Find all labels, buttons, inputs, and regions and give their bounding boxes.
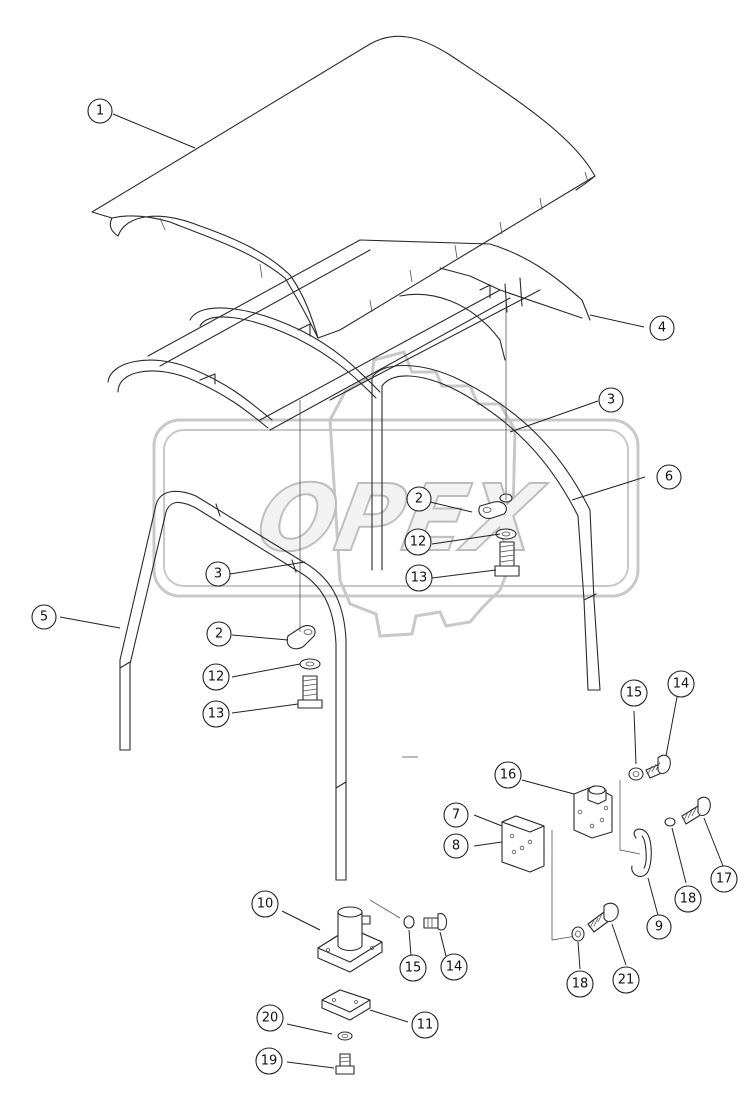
callout-14a: 14 bbox=[667, 670, 695, 698]
washer-12b bbox=[495, 528, 517, 540]
callout-15b: 15 bbox=[399, 954, 427, 982]
callout-6: 6 bbox=[656, 464, 682, 490]
part-base-plate bbox=[321, 989, 371, 1021]
callout-21: 21 bbox=[612, 966, 640, 994]
bolt-19 bbox=[335, 1053, 355, 1075]
svg-text:21: 21 bbox=[618, 973, 635, 988]
bolt-13b bbox=[494, 541, 520, 577]
callout-17: 17 bbox=[710, 865, 738, 893]
svg-text:13: 13 bbox=[208, 707, 225, 722]
svg-text:11: 11 bbox=[417, 1018, 434, 1033]
washer-15b bbox=[403, 915, 415, 929]
svg-text:18: 18 bbox=[572, 977, 589, 992]
bolt-14a bbox=[645, 754, 671, 779]
svg-text:10: 10 bbox=[257, 897, 274, 912]
callout-2b: 2 bbox=[406, 486, 432, 512]
callout-20: 20 bbox=[256, 1004, 284, 1032]
callout-3a: 3 bbox=[598, 387, 624, 413]
callout-19: 19 bbox=[255, 1047, 283, 1075]
svg-text:4: 4 bbox=[658, 321, 666, 336]
bolt-13a bbox=[297, 675, 323, 709]
callout-1: 1 bbox=[87, 98, 113, 124]
washer-18a bbox=[664, 817, 676, 827]
callout-18a: 18 bbox=[674, 885, 702, 913]
callout-10: 10 bbox=[251, 890, 279, 918]
svg-text:16: 16 bbox=[500, 768, 517, 783]
svg-text:13: 13 bbox=[411, 571, 428, 586]
part-canopy-roof bbox=[91, 35, 596, 339]
callout-9: 9 bbox=[646, 914, 672, 940]
leader-lines bbox=[59, 113, 724, 1069]
svg-text:8: 8 bbox=[452, 839, 460, 854]
svg-text:12: 12 bbox=[410, 535, 427, 550]
svg-text:1: 1 bbox=[96, 104, 104, 119]
svg-text:12: 12 bbox=[208, 670, 225, 685]
part-hinge-plate bbox=[573, 785, 613, 839]
svg-text:3: 3 bbox=[214, 567, 222, 582]
washer-20 bbox=[337, 1031, 353, 1041]
callout-8: 8 bbox=[443, 833, 469, 859]
part-roll-bar-right bbox=[371, 365, 601, 691]
part-pedestal-base bbox=[317, 906, 383, 973]
svg-text:14: 14 bbox=[673, 677, 690, 692]
callout-13b: 13 bbox=[405, 564, 433, 592]
svg-text:20: 20 bbox=[262, 1011, 279, 1026]
washer-15a bbox=[628, 767, 644, 781]
svg-text:15: 15 bbox=[626, 686, 643, 701]
callout-12a: 12 bbox=[202, 663, 230, 691]
svg-text:7: 7 bbox=[452, 808, 460, 823]
callout-4: 4 bbox=[649, 315, 675, 341]
part-roof-frame bbox=[107, 239, 591, 431]
callout-3b: 3 bbox=[205, 561, 231, 587]
bolt-21 bbox=[587, 902, 619, 933]
callout-14b: 14 bbox=[440, 953, 468, 981]
bracket-2a bbox=[286, 625, 316, 650]
callout-16: 16 bbox=[494, 761, 522, 789]
svg-text:17: 17 bbox=[716, 872, 733, 887]
bolt-17 bbox=[681, 796, 711, 825]
callout-11: 11 bbox=[411, 1011, 439, 1039]
callout-18b: 18 bbox=[566, 970, 594, 998]
svg-text:14: 14 bbox=[446, 960, 463, 975]
part-u-clip bbox=[631, 828, 652, 877]
callout-2a: 2 bbox=[206, 621, 232, 647]
washer-18b bbox=[571, 926, 585, 942]
part-mounting-plate bbox=[501, 815, 545, 873]
svg-text:3: 3 bbox=[607, 393, 615, 408]
watermark-frame bbox=[152, 418, 640, 598]
svg-text:9: 9 bbox=[655, 920, 663, 935]
svg-text:6: 6 bbox=[665, 470, 673, 485]
svg-text:2: 2 bbox=[215, 627, 223, 642]
callout-15a: 15 bbox=[620, 679, 648, 707]
callout-13a: 13 bbox=[202, 700, 230, 728]
svg-text:18: 18 bbox=[680, 892, 697, 907]
callout-7: 7 bbox=[443, 802, 469, 828]
svg-text:2: 2 bbox=[415, 492, 423, 507]
callout-12b: 12 bbox=[404, 528, 432, 556]
svg-text:15: 15 bbox=[405, 961, 422, 976]
svg-text:19: 19 bbox=[261, 1054, 278, 1069]
callout-5: 5 bbox=[31, 604, 57, 630]
svg-text:5: 5 bbox=[40, 610, 48, 625]
washer-12a bbox=[299, 658, 321, 670]
bolt-14b bbox=[423, 913, 448, 931]
